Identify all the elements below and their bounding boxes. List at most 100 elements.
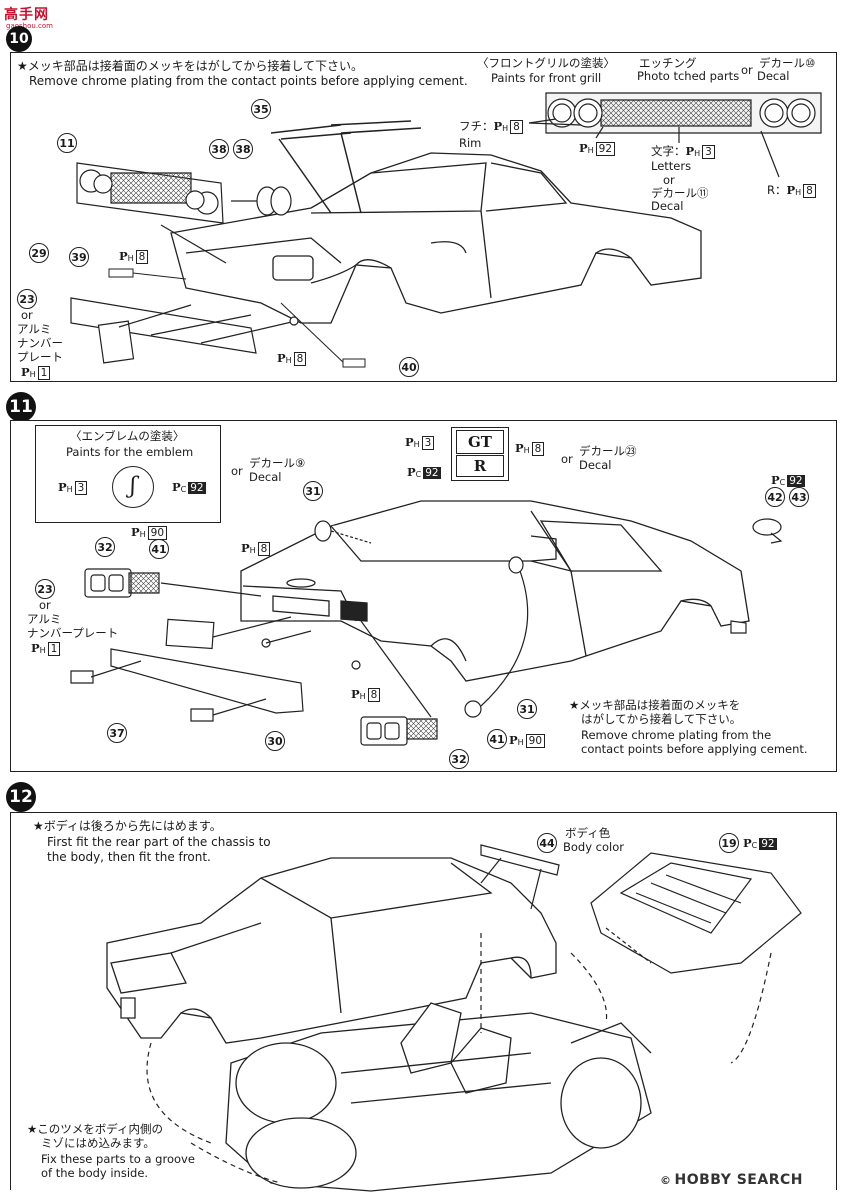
headlight-part-38-illustration xyxy=(231,187,291,215)
step12-note-en-2: the body, then fit the front. xyxy=(47,850,211,864)
body-color-en: Body color xyxy=(563,840,625,854)
decal2-jp-text: デカール xyxy=(579,444,625,458)
step-10-badge: 10 xyxy=(6,26,32,52)
or-1: or xyxy=(741,63,753,77)
gt-ph-code: 3 xyxy=(421,436,435,450)
part-35: 35 xyxy=(251,99,271,119)
part-40: 40 xyxy=(399,357,419,377)
ph1-code: 1 xyxy=(37,366,51,380)
part-41-a: 41 xyxy=(149,539,169,559)
decal-jp-text: デカール xyxy=(249,456,295,470)
rear-bumper-part-30-illustration xyxy=(71,617,360,721)
letters-jp: 文字： xyxy=(651,144,686,158)
note-jp-1: ★メッキ部品は接着面のメッキを xyxy=(569,698,741,712)
grill-part-11-illustration xyxy=(77,163,226,263)
r-label: R xyxy=(456,455,504,477)
decal-jp-text: デカール xyxy=(759,56,805,70)
ph8-b-code: 8 xyxy=(293,352,307,366)
ph8-b-code: 8 xyxy=(367,688,381,702)
watermark-brand: HOBBY SEARCH xyxy=(674,1172,803,1188)
tail-light-parts-illustration xyxy=(85,569,437,745)
step-12-panel: ★ボディは後ろから先にはめます。 First fit the rear part… xyxy=(10,812,837,1190)
step-11-badge: 11 xyxy=(6,392,36,422)
decal2-jp: デカール㉓ xyxy=(579,445,637,458)
ph90-b-code: 90 xyxy=(525,734,546,748)
part-42: 42 xyxy=(765,487,785,507)
gt-ph8-code: 8 xyxy=(531,442,545,456)
decal2-en: Decal xyxy=(651,199,684,213)
or-decal: or xyxy=(231,464,243,478)
letters-code: 3 xyxy=(702,145,715,159)
rear-seat-part-19-illustration xyxy=(591,853,801,973)
part-19: 19 xyxy=(719,833,739,853)
ph1-code: 1 xyxy=(47,642,61,656)
part-29: 29 xyxy=(29,243,49,263)
part-31-b: 31 xyxy=(517,699,537,719)
rim-en: Rim xyxy=(459,136,482,150)
rim-jp: フチ： xyxy=(459,119,494,133)
front-grill-illustration xyxy=(529,93,821,177)
etching-en: Photo tched parts xyxy=(637,69,740,83)
note-jp-2: はがしてから接着して下さい。 xyxy=(581,712,742,726)
mirror-pc-code: 92 xyxy=(787,475,805,487)
number-plate-a: ナンバー xyxy=(17,336,63,350)
chassis-illustration xyxy=(226,1003,651,1191)
part-32-a: 32 xyxy=(95,537,115,557)
part-37: 37 xyxy=(107,723,127,743)
decal-en: Decal xyxy=(757,69,790,83)
alumi-plate: アルミ xyxy=(27,612,62,626)
step-12-badge: 12 xyxy=(6,782,36,812)
tab-en-2: of the body inside. xyxy=(41,1166,149,1180)
step10-note-jp: ★メッキ部品は接着面のメッキをはがしてから接着して下さい。 xyxy=(17,59,364,73)
alumi: アルミ xyxy=(17,322,52,336)
step10-note-en: Remove chrome plating from the contact p… xyxy=(29,74,468,88)
part-44: 44 xyxy=(537,833,557,853)
spoiler-part-44-illustration xyxy=(481,845,559,909)
rim-code: 8 xyxy=(510,120,523,134)
ph8-a-code: 8 xyxy=(257,542,271,556)
tab-jp-1: ★このツメをボディ内側の xyxy=(27,1122,164,1136)
tab-en-1: Fix these parts to a groove xyxy=(41,1152,195,1166)
part-23: 23 xyxy=(35,579,55,599)
part-31-a: 31 xyxy=(303,481,323,501)
decal2-en: Decal xyxy=(579,458,612,472)
gt-r-emblem-box: GT R xyxy=(451,427,509,481)
emblem-icon: ʃ xyxy=(112,466,154,508)
step-10-panel: ★メッキ部品は接着面のメッキをはがしてから接着して下さい。 Remove chr… xyxy=(10,52,837,382)
grill-paint-en: Paints for front grill xyxy=(491,71,602,85)
decal2-jp-text: デカール xyxy=(651,186,697,200)
gt-pc-code: 92 xyxy=(423,467,441,479)
part-30: 30 xyxy=(265,731,285,751)
tab-jp-2: ミゾにはめ込みます。 xyxy=(41,1136,155,1150)
note-en-1: Remove chrome plating from the xyxy=(581,728,772,742)
number-plate-b: プレート xyxy=(17,350,63,364)
gt-label: GT xyxy=(456,430,504,454)
ph90-a-code: 90 xyxy=(147,526,168,540)
emblem-ph-code: 3 xyxy=(74,481,88,495)
fit-arrows-illustration xyxy=(147,933,771,1183)
hobby-search-watermark: ©HOBBY SEARCH xyxy=(660,1172,803,1188)
copyright-symbol: © xyxy=(660,1174,672,1187)
mirror-part-42-illustration xyxy=(731,519,781,633)
step10-drawing xyxy=(11,53,838,383)
step12-note-jp: ★ボディは後ろから先にはめます。 xyxy=(33,819,222,833)
part-19-pc-code: 92 xyxy=(759,838,777,850)
decal2-num: ⑪ xyxy=(697,186,709,200)
front-bumper-part-29-illustration xyxy=(71,298,298,363)
or-3: or xyxy=(39,598,51,612)
emblem-part-39-illustration xyxy=(109,269,365,367)
number-plate: ナンバープレート xyxy=(27,626,119,640)
